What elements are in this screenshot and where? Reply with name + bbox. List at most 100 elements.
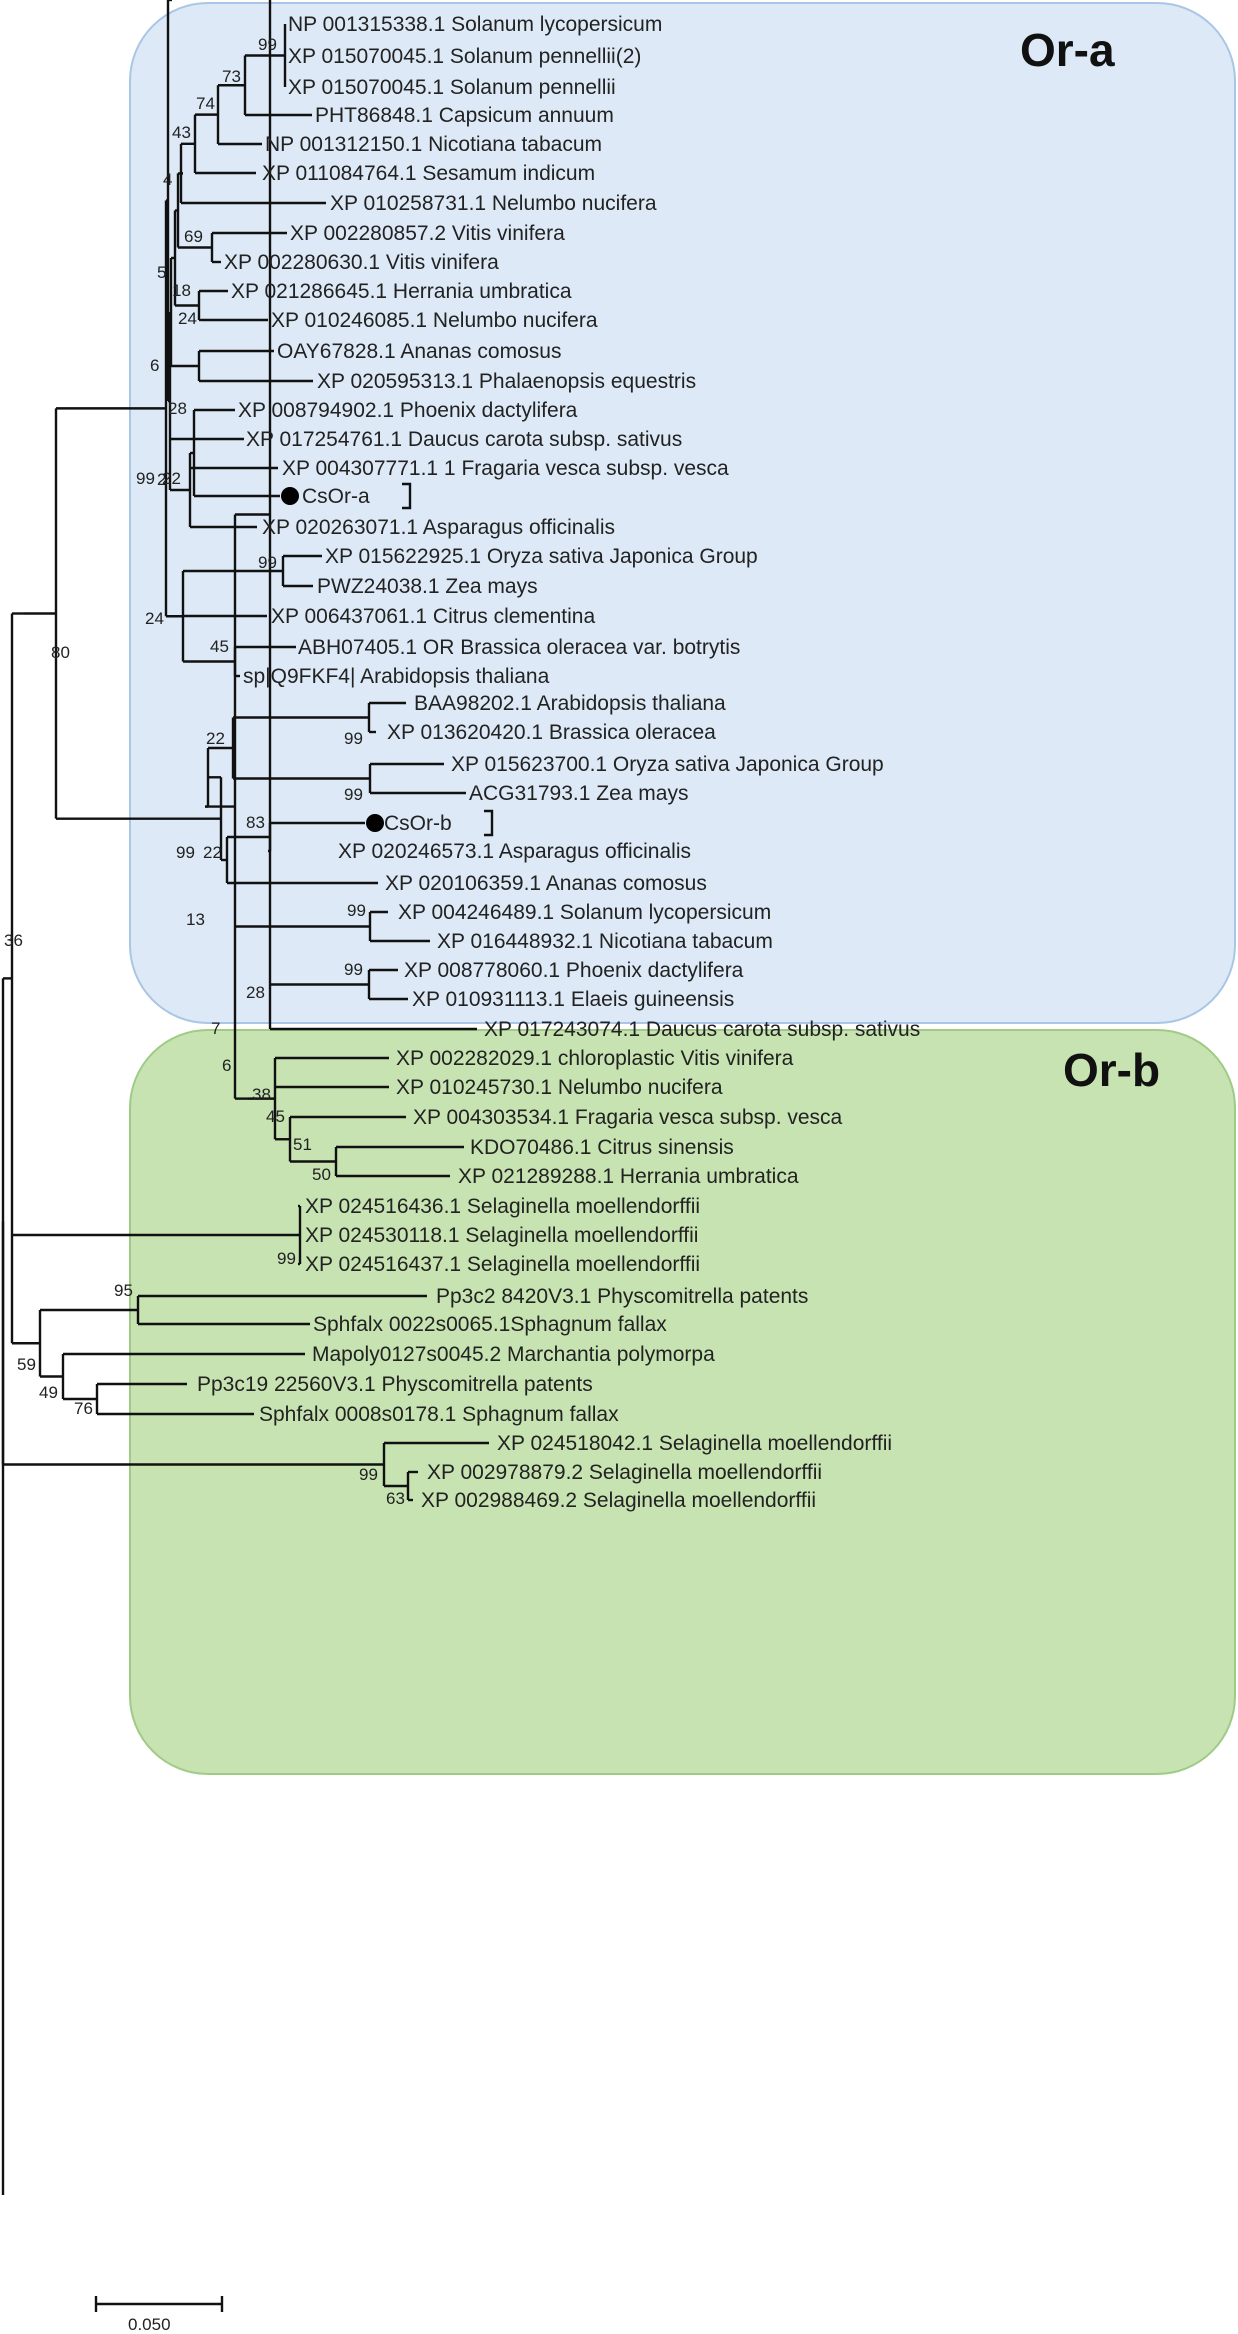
bootstrap-value: 99 [344, 729, 363, 748]
leaf-label: XP 015070045.1 Solanum pennellii [288, 76, 616, 99]
bootstrap-value: 99 [258, 35, 277, 54]
clade-or-b-box [129, 1029, 1236, 1775]
leaf-label: XP 015623700.1 Oryza sativa Japonica Gro… [451, 753, 884, 776]
leaf-label: XP 024516436.1 Selaginella moellendorffi… [305, 1195, 700, 1218]
leaf-label: XP 020595313.1 Phalaenopsis equestris [317, 370, 696, 393]
leaf-label: XP 013620420.1 Brassica oleracea [387, 721, 716, 744]
bootstrap-value: 43 [172, 123, 191, 142]
bootstrap-value: 73 [222, 67, 241, 86]
bootstrap-value: 28 [168, 399, 187, 418]
leaf-label: BAA98202.1 Arabidopsis thaliana [414, 692, 726, 715]
leaf-label: OAY67828.1 Ananas comosus [277, 340, 561, 363]
bootstrap-value: 28 [246, 983, 265, 1002]
query-bracket [484, 809, 494, 837]
bootstrap-value: 99 [344, 960, 363, 979]
bootstrap-value: 22 [162, 469, 181, 488]
bootstrap-value: 95 [114, 1281, 133, 1300]
leaf-label: ABH07405.1 OR Brassica oleracea var. bot… [298, 636, 740, 659]
leaf-label: XP 020246573.1 Asparagus officinalis [338, 840, 691, 863]
leaf-label: XP 024530118.1 Selaginella moellendorffi… [305, 1224, 698, 1247]
leaf-label: XP 016448932.1 Nicotiana tabacum [437, 930, 773, 953]
leaf-label: XP 020263071.1 Asparagus officinalis [262, 516, 615, 539]
leaf-label: Sphfalx 0008s0178.1 Sphagnum fallax [259, 1403, 619, 1426]
query-bracket [402, 482, 412, 510]
bootstrap-value: 83 [246, 813, 265, 832]
leaf-label: XP 002978879.2 Selaginella moellendorffi… [427, 1461, 822, 1484]
bootstrap-value: 7 [211, 1019, 220, 1038]
bootstrap-value: 99 [359, 1465, 378, 1484]
bootstrap-value: 13 [186, 910, 205, 929]
bootstrap-value: 6 [150, 356, 159, 375]
leaf-label: XP 004307771.1 1 Fragaria vesca subsp. v… [282, 457, 729, 480]
query-sequence-marker [281, 487, 299, 505]
leaf-label: XP 011084764.1 Sesamum indicum [262, 162, 595, 185]
leaf-label: XP 010931113.1 Elaeis guineensis [412, 988, 734, 1011]
bootstrap-value: 22 [206, 729, 225, 748]
leaf-label: Sphfalx 0022s0065.1Sphagnum fallax [313, 1313, 667, 1336]
bootstrap-value: 36 [4, 931, 23, 950]
bootstrap-value: 38 [252, 1085, 271, 1104]
leaf-label: XP 008794902.1 Phoenix dactylifera [238, 399, 578, 422]
leaf-label: XP 002280630.1 Vitis vinifera [224, 251, 499, 274]
bootstrap-value: 99 [136, 469, 155, 488]
bootstrap-value: 6 [222, 1056, 231, 1075]
tree-branches [1, 0, 489, 2195]
bootstrap-value: 99 [344, 785, 363, 804]
leaf-label: KDO70486.1 Citrus sinensis [470, 1136, 734, 1159]
bootstrap-value: 49 [39, 1383, 58, 1402]
bootstrap-value: 76 [74, 1399, 93, 1418]
leaf-label: XP 017243074.1 Daucus carota subsp. sati… [484, 1018, 920, 1041]
bootstrap-value: 22 [203, 843, 222, 862]
leaf-label: XP 015070045.1 Solanum pennellii(2) [288, 45, 641, 68]
leaf-label: NP 001312150.1 Nicotiana tabacum [265, 133, 602, 156]
leaf-label: Pp3c2 8420V3.1 Physcomitrella patents [436, 1285, 808, 1308]
bootstrap-value: 63 [386, 1489, 405, 1508]
bootstrap-value: 18 [172, 281, 191, 300]
clade-or-b-label: Or-b [1063, 1044, 1160, 1096]
leaf-label: XP 024518042.1 Selaginella moellendorffi… [497, 1432, 892, 1455]
leaf-label: XP 021289288.1 Herrania umbratica [458, 1165, 799, 1188]
bootstrap-value: 24 [145, 609, 164, 628]
leaf-label: sp|Q9FKF4| Arabidopsis thaliana [243, 665, 550, 688]
leaf-label: ACG31793.1 Zea mays [469, 782, 688, 805]
leaf-label: XP 020106359.1 Ananas comosus [385, 872, 707, 895]
leaf-label: XP 008778060.1 Phoenix dactylifera [404, 959, 744, 982]
bootstrap-value: 99 [277, 1249, 296, 1268]
leaf-label: XP 004246489.1 Solanum lycopersicum [398, 901, 771, 924]
leaf-label: PWZ24038.1 Zea mays [317, 575, 538, 598]
bootstrap-value: 80 [51, 643, 70, 662]
bootstrap-value: 99 [176, 843, 195, 862]
leaf-label: XP 024516437.1 Selaginella moellendorffi… [305, 1253, 700, 1276]
bootstrap-value: 45 [210, 637, 229, 656]
bootstrap-value: 24 [178, 309, 197, 328]
leaf-label: XP 021286645.1 Herrania umbratica [231, 280, 572, 303]
bootstrap-value: 45 [266, 1107, 285, 1126]
scale-bar-label: 0.050 [128, 2315, 171, 2334]
leaf-label: XP 002282029.1 chloroplastic Vitis vinif… [396, 1047, 794, 1070]
clade-or-a-box [129, 2, 1236, 1024]
scale-bar: 0.050 [94, 2296, 224, 2334]
bootstrap-value: 51 [293, 1135, 312, 1154]
leaf-label: CsOr-a [302, 485, 370, 508]
clade-or-a-label: Or-a [1020, 24, 1115, 76]
bootstrap-value: 5 [157, 263, 166, 282]
bootstrap-value: 99 [258, 553, 277, 572]
leaf-label: XP 006437061.1 Citrus clementina [271, 605, 595, 628]
leaf-label: Mapoly0127s0045.2 Marchantia polymorpa [312, 1343, 715, 1366]
leaf-label: Pp3c19 22560V3.1 Physcomitrella patents [197, 1373, 593, 1396]
leaf-label: XP 010245730.1 Nelumbo nucifera [396, 1076, 723, 1099]
leaf-label: XP 017254761.1 Daucus carota subsp. sati… [246, 428, 682, 451]
bootstrap-value: 59 [17, 1355, 36, 1374]
bootstrap-value: 69 [184, 227, 203, 246]
bootstrap-value: 74 [196, 94, 215, 113]
bootstrap-values: 9973744346952418628222994524998099992283… [4, 35, 405, 1508]
bootstrap-value: 50 [312, 1165, 331, 1184]
leaf-label: XP 002988469.2 Selaginella moellendorffi… [421, 1489, 816, 1512]
leaf-label: XP 002280857.2 Vitis vinifera [290, 222, 565, 245]
leaf-label: XP 010246085.1 Nelumbo nucifera [271, 309, 598, 332]
bootstrap-value: 4 [163, 170, 172, 189]
query-sequence-marker [366, 814, 384, 832]
leaf-label: XP 004303534.1 Fragaria vesca subsp. ves… [413, 1106, 843, 1129]
